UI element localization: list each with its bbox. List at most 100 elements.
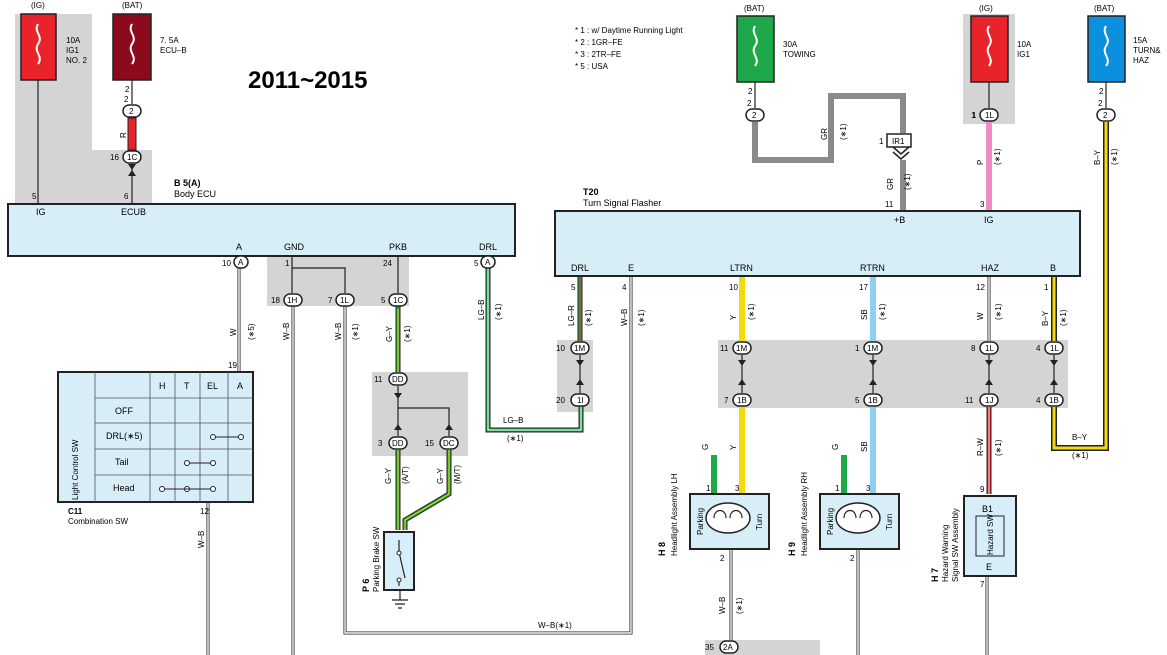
- svg-text:30A: 30A: [783, 40, 798, 49]
- connector: 1M1: [855, 341, 883, 355]
- svg-text:10: 10: [556, 344, 565, 353]
- svg-text:2: 2: [129, 107, 134, 116]
- svg-text:(∗1): (∗1): [839, 123, 848, 140]
- svg-text:RTRN: RTRN: [860, 263, 885, 273]
- svg-text:(∗1): (∗1): [993, 148, 1002, 165]
- svg-text:1: 1: [285, 259, 290, 268]
- fuse-ig1-no2-body: [20, 13, 57, 81]
- svg-text:T: T: [184, 381, 190, 391]
- svg-text:Head: Head: [113, 483, 135, 493]
- svg-text:35: 35: [705, 643, 714, 652]
- svg-text:DRL(∗5): DRL(∗5): [106, 431, 143, 441]
- svg-text:H 7: H 7: [930, 568, 940, 582]
- svg-text:1L: 1L: [340, 296, 349, 305]
- svg-text:5: 5: [32, 192, 37, 201]
- svg-text:DRL: DRL: [571, 263, 589, 273]
- svg-text:(∗1): (∗1): [735, 597, 744, 614]
- svg-text:B 5(A): B 5(A): [174, 178, 201, 188]
- svg-text:2: 2: [748, 87, 753, 96]
- lamp-icon: [705, 502, 751, 534]
- svg-text:11: 11: [374, 375, 383, 384]
- note-4: * 5 : USA: [575, 62, 609, 71]
- wires: [37, 80, 1109, 655]
- svg-text:ECU–B: ECU–B: [160, 46, 187, 55]
- hazard-switch: B1 E Hazard SW 9 7 H 7 Hazard Warning Si…: [930, 485, 1017, 589]
- svg-text:9: 9: [980, 485, 985, 494]
- fuse-ecu-b: (BAT) 7. 5A ECU–B: [112, 1, 187, 81]
- svg-text:W–B: W–B: [718, 597, 727, 614]
- fuse-icon: [129, 23, 135, 65]
- connector: 1L8: [971, 341, 999, 355]
- svg-text:DRL: DRL: [479, 242, 497, 252]
- connector: 1H 18: [271, 293, 303, 307]
- svg-text:2: 2: [1099, 87, 1104, 96]
- svg-text:2: 2: [124, 95, 129, 104]
- svg-text:(∗1): (∗1): [584, 309, 593, 326]
- connector: A: [233, 255, 249, 269]
- note-2: * 2 : 1GR–FE: [575, 38, 623, 47]
- svg-text:LG–B: LG–B: [477, 300, 486, 320]
- svg-text:(∗1): (∗1): [637, 309, 646, 326]
- combination-switch: H T EL A OFF DRL(∗5) Tail Head Light Con…: [57, 361, 254, 526]
- svg-text:10: 10: [222, 259, 231, 268]
- svg-text:3: 3: [378, 439, 383, 448]
- svg-text:1L: 1L: [1050, 344, 1059, 353]
- svg-text:W–B: W–B: [334, 323, 343, 340]
- fuse-ig1-no2: (IG) 10A IG1 NO. 2: [20, 1, 87, 81]
- year-title: 2011~2015: [248, 67, 367, 94]
- svg-text:20: 20: [556, 396, 565, 405]
- svg-text:(∗1): (∗1): [878, 303, 887, 320]
- svg-text:H 8: H 8: [657, 542, 667, 556]
- svg-text:G: G: [831, 444, 840, 450]
- svg-text:6: 6: [124, 192, 129, 201]
- svg-text:15A: 15A: [1133, 36, 1148, 45]
- svg-text:7. 5A: 7. 5A: [160, 36, 179, 45]
- note-3: * 3 : 2TR–FE: [575, 50, 621, 59]
- svg-text:1: 1: [879, 137, 884, 146]
- svg-text:Combination SW: Combination SW: [68, 517, 128, 526]
- svg-text:4: 4: [1036, 344, 1041, 353]
- svg-text:3: 3: [980, 200, 985, 209]
- pin-numbers: 2 2 1 2: [125, 85, 1104, 120]
- svg-text:7: 7: [724, 396, 729, 405]
- connector: 1B7: [724, 393, 752, 407]
- svg-text:2: 2: [747, 99, 752, 108]
- svg-text:Hazard SW: Hazard SW: [986, 514, 995, 555]
- svg-text:7: 7: [328, 296, 333, 305]
- notes: * 1 : w/ Daytime Running Light * 2 : 1GR…: [575, 26, 683, 71]
- svg-text:B–Y: B–Y: [1093, 149, 1102, 165]
- svg-text:1H: 1H: [287, 296, 297, 305]
- body-ecu: B 5(A) Body ECU 5 6 IG ECUB A GND PKB DR…: [7, 178, 516, 268]
- svg-text:G: G: [701, 444, 710, 450]
- svg-text:IG: IG: [36, 207, 46, 217]
- svg-text:1: 1: [971, 111, 976, 120]
- svg-text:18: 18: [271, 296, 280, 305]
- svg-text:2: 2: [752, 111, 757, 120]
- svg-text:Turn Signal Flasher: Turn Signal Flasher: [583, 198, 661, 208]
- fuse-turn-haz: (BAT) 15A TURN& HAZ: [1087, 4, 1161, 83]
- connector: 1L 4: [1036, 341, 1064, 355]
- fuse-icon: [35, 23, 41, 65]
- svg-text:(A/T): (A/T): [401, 466, 410, 484]
- svg-text:1B: 1B: [1049, 396, 1059, 405]
- svg-text:G–Y: G–Y: [385, 325, 394, 342]
- svg-text:5: 5: [474, 259, 479, 268]
- svg-text:8: 8: [971, 344, 976, 353]
- svg-text:(BAT): (BAT): [744, 4, 765, 13]
- connector: 1C5: [381, 293, 408, 307]
- svg-text:B1: B1: [982, 504, 993, 514]
- svg-text:2A: 2A: [723, 643, 733, 652]
- svg-text:10A: 10A: [1017, 40, 1032, 49]
- svg-text:1M: 1M: [736, 344, 747, 353]
- svg-text:1B: 1B: [868, 396, 878, 405]
- svg-text:2: 2: [720, 554, 725, 563]
- svg-text:1J: 1J: [985, 396, 993, 405]
- svg-text:W–B: W–B: [282, 323, 291, 340]
- svg-text:W–B: W–B: [620, 309, 629, 326]
- fuse-icon: [752, 25, 758, 67]
- parking-brake-switch: P 6 Parking Brake SW: [361, 526, 415, 592]
- svg-text:(IG): (IG): [31, 1, 45, 10]
